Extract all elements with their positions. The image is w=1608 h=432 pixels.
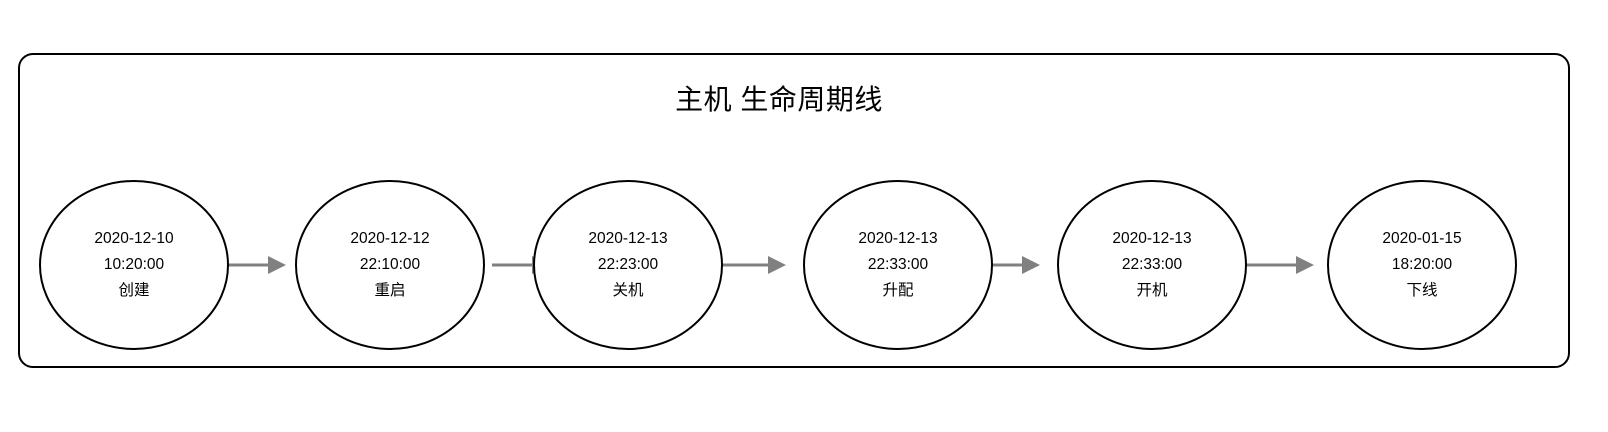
lifecycle-node-2-label: 2020-12-12 22:10:00 重启 (296, 226, 484, 304)
node-time: 22:33:00 (1121, 256, 1183, 273)
diagram-frame (18, 53, 1570, 368)
node-date: 2020-12-12 (350, 230, 430, 247)
node-date: 2020-12-13 (1112, 230, 1192, 247)
lifecycle-node-5[interactable] (1057, 180, 1247, 350)
lifecycle-node-4-label: 2020-12-13 22:33:00 升配 (804, 226, 992, 304)
lifecycle-node-1[interactable] (39, 180, 229, 350)
node-event: 开机 (1136, 282, 1168, 299)
node-event: 重启 (374, 282, 406, 299)
node-date: 2020-12-13 (588, 230, 668, 247)
lifecycle-node-3[interactable] (533, 180, 723, 350)
page-title: 主机 生命周期线 (675, 84, 883, 115)
lifecycle-node-5-label: 2020-12-13 22:33:00 开机 (1058, 226, 1246, 304)
node-event: 关机 (612, 282, 644, 299)
lifecycle-node-6[interactable] (1327, 180, 1517, 350)
node-date: 2020-12-13 (858, 230, 938, 247)
node-event: 下线 (1406, 282, 1438, 299)
lifecycle-node-6-label: 2020-01-15 18:20:00 下线 (1328, 226, 1516, 304)
lifecycle-node-3-label: 2020-12-13 22:23:00 关机 (534, 226, 722, 304)
node-time: 22:10:00 (359, 256, 421, 273)
node-time: 18:20:00 (1391, 256, 1453, 273)
node-time: 22:23:00 (597, 256, 659, 273)
lifecycle-node-4[interactable] (803, 180, 993, 350)
node-date: 2020-01-15 (1382, 230, 1462, 247)
node-time: 10:20:00 (103, 256, 165, 273)
node-time: 22:33:00 (867, 256, 929, 273)
lifecycle-node-1-label: 2020-12-10 10:20:00 创建 (40, 226, 228, 304)
node-event: 创建 (118, 282, 150, 299)
node-event: 升配 (882, 282, 914, 299)
lifecycle-node-2[interactable] (295, 180, 485, 350)
node-date: 2020-12-10 (94, 230, 174, 247)
